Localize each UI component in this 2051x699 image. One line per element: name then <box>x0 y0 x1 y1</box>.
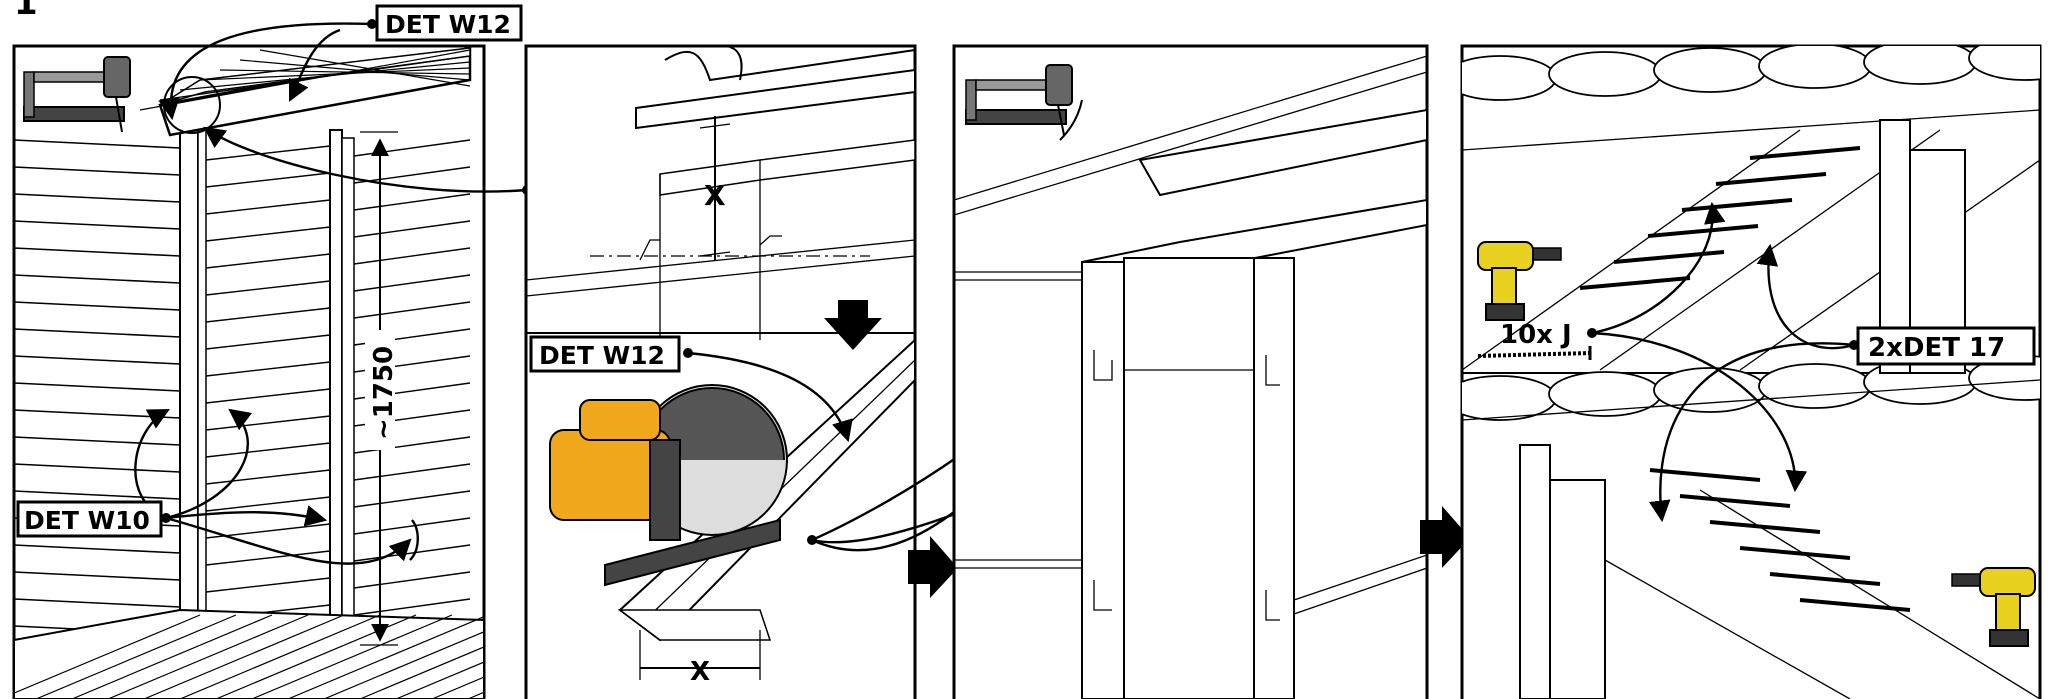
screw <box>1613 250 1725 264</box>
wall-plank <box>205 442 331 458</box>
floor-board <box>71 614 273 699</box>
wall-plank <box>205 226 331 242</box>
roof-log <box>1548 51 1662 97</box>
svg-text:DET W12: DET W12 <box>385 10 511 39</box>
wall-plank <box>205 334 331 350</box>
wall-plank <box>205 550 331 566</box>
label-det-w10: DET W10 <box>16 500 163 538</box>
roof-line <box>219 69 471 75</box>
wall-plank <box>14 247 181 257</box>
panel-install-board <box>952 44 1470 699</box>
floor-board <box>107 614 309 699</box>
roof-log <box>1653 47 1767 93</box>
screw <box>1739 546 1851 560</box>
roof-log <box>1758 363 1872 409</box>
wall-plank <box>14 166 181 176</box>
roof-line <box>239 59 471 81</box>
floor-board <box>287 616 484 699</box>
roof-line <box>259 49 471 87</box>
floor-board <box>431 676 484 699</box>
wall-plank <box>205 388 331 404</box>
wall-plank <box>205 469 331 485</box>
wall-plank <box>14 301 181 311</box>
arrow-right-icon <box>1420 506 1470 568</box>
wall-plank <box>205 199 331 215</box>
screw-icon <box>1477 346 1592 360</box>
wall-plank <box>14 355 181 365</box>
arrow-right-icon <box>908 536 958 598</box>
wall-plank <box>14 220 181 230</box>
wall-plank <box>205 577 331 593</box>
screw <box>1749 146 1861 160</box>
screw <box>1799 598 1911 612</box>
screw <box>1769 572 1881 586</box>
wall-plank <box>14 571 181 581</box>
wall-plank <box>14 274 181 284</box>
dimension-x-bottom: X <box>690 657 710 687</box>
floor-board <box>14 614 201 694</box>
floor-board <box>395 661 484 699</box>
dimension-x-top: X <box>704 179 726 212</box>
wall-plank <box>205 280 331 296</box>
dimension-height-label: ~1750 <box>369 346 399 440</box>
svg-text:2xDET 17: 2xDET 17 <box>1868 333 2005 363</box>
roof-log <box>1863 46 1977 85</box>
svg-text:DET W12: DET W12 <box>539 341 665 370</box>
floor-board <box>143 614 345 699</box>
floor-board <box>359 646 484 699</box>
wall-plank <box>14 193 181 203</box>
roof-line <box>179 61 471 91</box>
label-det-w12-saw: DET W12 <box>529 335 681 373</box>
floor-board <box>35 614 237 699</box>
cordless-drill-icon <box>1477 241 1562 321</box>
label-screws: 10x J <box>1500 320 1572 350</box>
wall-plank <box>205 253 331 269</box>
panel-wall-overview: ~1750 DET W12 DET W10 <box>12 4 532 699</box>
screw <box>1679 494 1791 508</box>
wall-plank <box>14 436 181 446</box>
cordless-drill-icon <box>1951 567 2036 647</box>
arrow-down-icon <box>824 300 882 350</box>
screw <box>1709 520 1821 534</box>
wall-plank <box>14 544 181 554</box>
step-number: 1 <box>14 0 38 23</box>
floor-board <box>179 614 381 699</box>
wall-plank <box>205 307 331 323</box>
roof-log <box>1758 46 1872 89</box>
wall-plank <box>14 382 181 392</box>
nail-gun-icon <box>23 56 131 133</box>
wall-plank <box>205 415 331 431</box>
screw <box>1579 276 1691 290</box>
roof-line <box>159 55 471 101</box>
nail-gun-icon <box>965 64 1073 136</box>
label-det-17: 2xDET 17 <box>1856 326 2036 366</box>
wall-plank <box>14 463 181 473</box>
wall-plank <box>205 145 331 161</box>
wall-plank <box>14 598 181 608</box>
screw <box>1715 172 1827 186</box>
circular-saw-icon <box>549 384 788 587</box>
wall-plank <box>205 172 331 188</box>
roof-line <box>199 67 471 81</box>
floor-board <box>323 631 484 699</box>
roof-log <box>1968 46 2040 81</box>
label-det-w12-top: DET W12 <box>375 4 523 42</box>
screw <box>1647 224 1759 238</box>
wall-plank <box>205 496 331 512</box>
wall-plank <box>14 328 181 338</box>
floor-board <box>251 614 453 699</box>
wall-plank <box>14 490 181 500</box>
panel-cut-measure: X X <box>524 44 1282 699</box>
screw <box>1681 198 1793 212</box>
panel-fix-screws: 2xDET 17 10x J <box>1460 44 2042 699</box>
roof-log <box>1548 371 1662 417</box>
wall-plank <box>205 361 331 377</box>
wall-plank <box>14 139 181 149</box>
screw <box>1649 468 1761 482</box>
svg-text:DET W10: DET W10 <box>24 506 150 535</box>
